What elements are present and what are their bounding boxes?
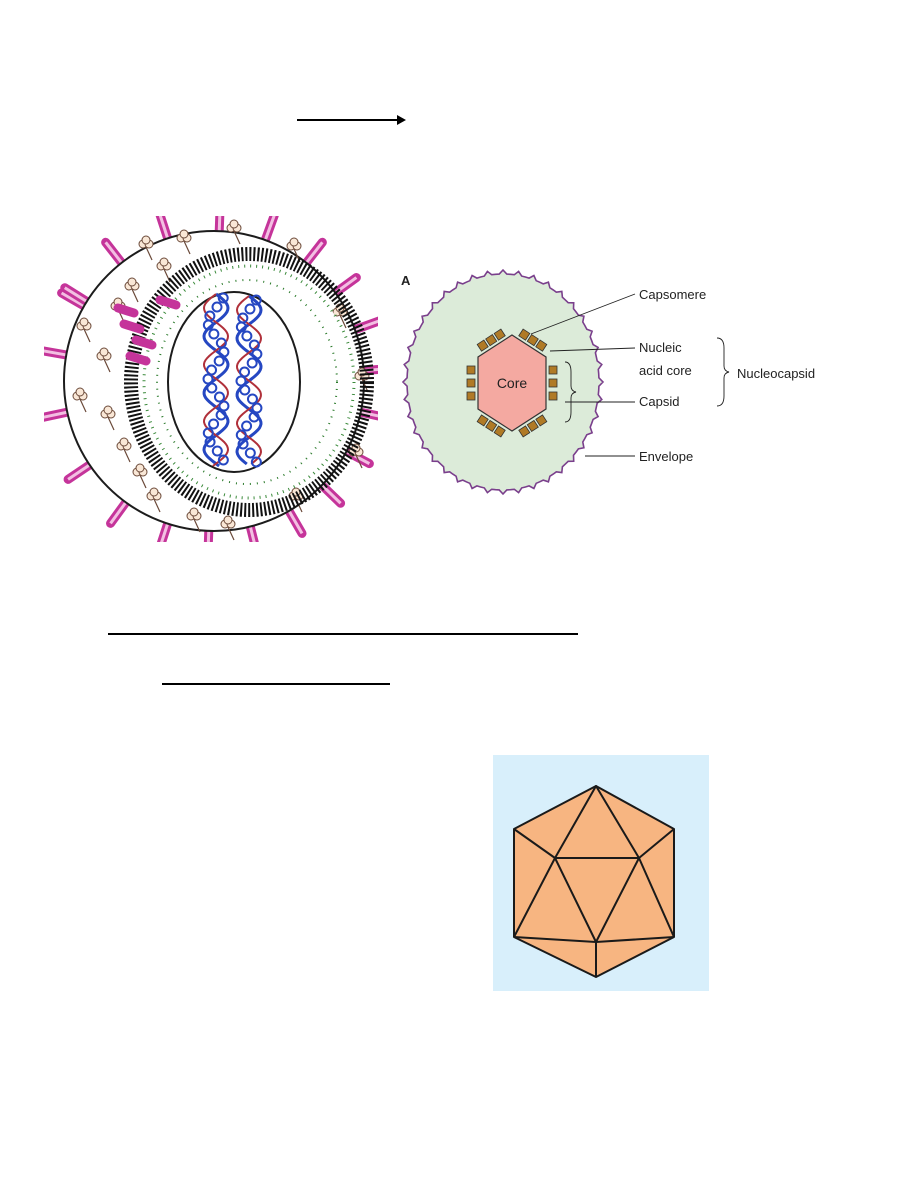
nucleocapsid-region xyxy=(167,291,301,473)
enveloped-virus-schematic: A Core Capsomere Nucleic acid core Capsi… xyxy=(401,268,815,496)
cut-spikes xyxy=(113,295,181,366)
nucleoprotein xyxy=(211,301,223,313)
nucleoprotein xyxy=(235,375,247,387)
capsomere xyxy=(466,391,476,401)
nucleoprotein xyxy=(250,456,262,468)
nucleoprotein xyxy=(244,303,256,315)
nucleoprotein xyxy=(202,319,214,331)
rna-helices xyxy=(202,292,263,468)
core-label: Core xyxy=(497,375,528,391)
nucleoprotein xyxy=(246,393,258,405)
nucleoprotein xyxy=(239,384,251,396)
spike xyxy=(155,295,181,310)
capsomere xyxy=(535,339,548,352)
capsomere xyxy=(493,425,506,438)
knob xyxy=(156,257,172,283)
nucleoprotein xyxy=(206,364,218,376)
virion-illustration xyxy=(44,216,378,542)
rna-strand xyxy=(235,295,263,465)
nucleoprotein xyxy=(246,357,258,369)
spike xyxy=(125,351,151,366)
subheading-underline xyxy=(162,683,390,685)
nucleoprotein xyxy=(208,328,220,340)
icosahedron xyxy=(513,785,675,978)
knob xyxy=(124,277,140,303)
nucleoprotein xyxy=(208,418,220,430)
panel-letter: A xyxy=(401,273,411,288)
capsid-label: Capsid xyxy=(639,394,679,409)
capsomere xyxy=(493,328,506,341)
capsomere-label: Capsomere xyxy=(639,287,706,302)
rna-strand xyxy=(202,293,230,467)
knob xyxy=(138,235,154,261)
capsomere xyxy=(485,334,498,347)
core-hexagon xyxy=(477,334,547,432)
nucleoprotein xyxy=(217,454,229,466)
knob xyxy=(116,437,132,463)
nucleoprotein xyxy=(215,409,227,421)
spike xyxy=(131,335,157,350)
knob xyxy=(76,317,92,343)
leader-lines xyxy=(530,293,730,457)
nucleoprotein xyxy=(213,391,225,403)
nucleoprotein xyxy=(202,373,214,385)
knob xyxy=(72,387,88,413)
nucleoprotein xyxy=(237,438,249,450)
capsomere xyxy=(476,339,489,352)
spike xyxy=(119,319,145,334)
icosahedron-illustration xyxy=(493,755,709,991)
capsomere xyxy=(476,414,489,427)
nucleoprotein xyxy=(217,292,229,304)
nucleic-acid-label-line1: Nucleic xyxy=(639,340,682,355)
capsomere xyxy=(548,378,558,388)
envelope-label: Envelope xyxy=(639,449,693,464)
capsomere xyxy=(466,365,476,375)
capsomere xyxy=(518,328,531,341)
knob xyxy=(100,405,116,431)
nucleoprotein xyxy=(239,366,251,378)
nucleoprotein xyxy=(241,420,253,432)
knob xyxy=(96,347,112,373)
spike xyxy=(113,303,139,318)
nucleoprotein xyxy=(204,436,216,448)
nucleoprotein xyxy=(251,348,263,360)
capsomere xyxy=(548,391,558,401)
knob xyxy=(132,463,148,489)
knob xyxy=(286,237,302,263)
capsomere xyxy=(485,419,498,433)
nucleic-acid-label-line2: acid core xyxy=(639,363,692,378)
knob xyxy=(220,515,236,541)
nucleoprotein xyxy=(235,321,247,333)
nucleoprotein xyxy=(248,411,260,423)
capsomeres xyxy=(466,328,558,438)
nucleoprotein xyxy=(211,445,223,457)
right-arrow-icon xyxy=(297,115,406,125)
capsomere xyxy=(535,414,548,427)
nucleoprotein xyxy=(206,382,218,394)
knob xyxy=(176,229,192,255)
capsomere xyxy=(548,365,558,375)
nucleoprotein xyxy=(244,447,256,459)
heading-underline xyxy=(108,633,578,635)
nucleoprotein xyxy=(218,346,230,358)
capsomere xyxy=(518,425,531,438)
nucleoprotein xyxy=(213,355,225,367)
knob xyxy=(146,487,162,513)
knob xyxy=(186,507,202,533)
nucleoprotein xyxy=(250,294,262,306)
capsomere xyxy=(466,378,476,388)
capsomere xyxy=(526,334,539,347)
nucleocapsid-label: Nucleocapsid xyxy=(737,366,815,381)
nucleoprotein xyxy=(241,330,253,342)
capsomere xyxy=(526,419,539,433)
knob xyxy=(226,219,242,245)
